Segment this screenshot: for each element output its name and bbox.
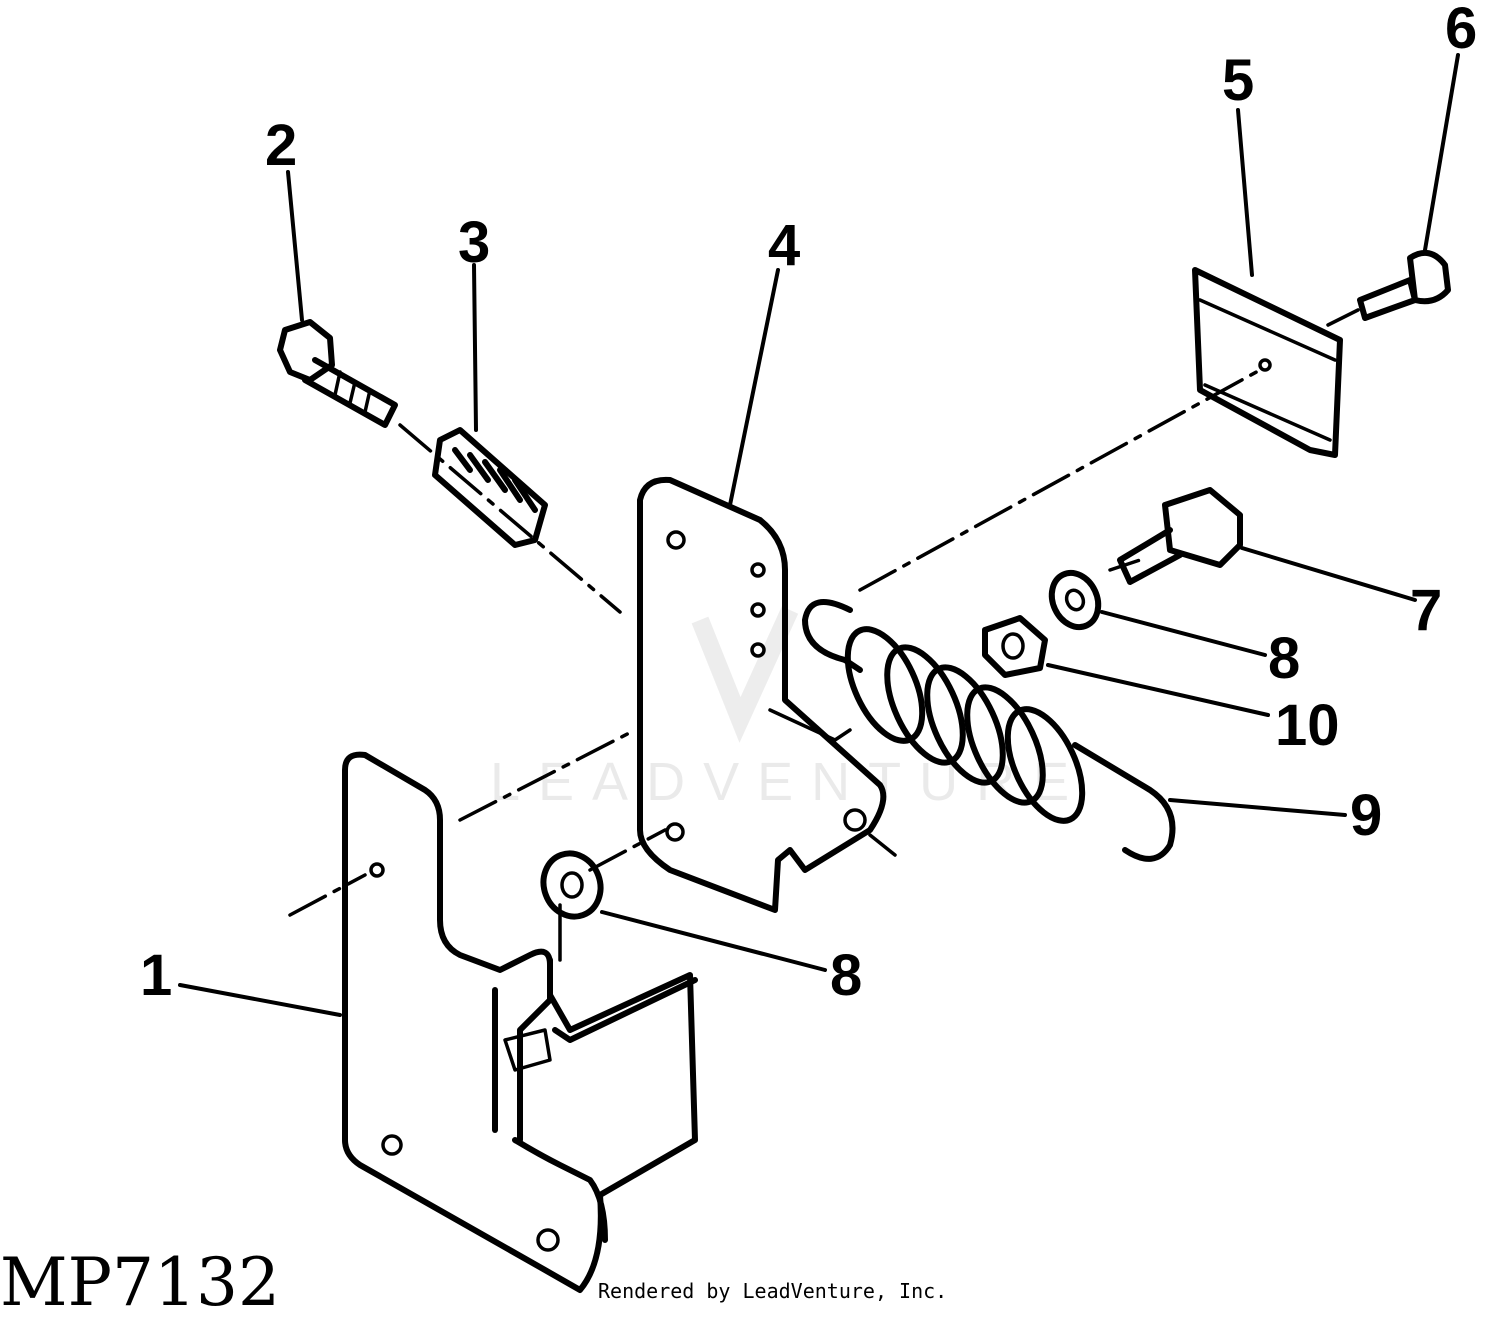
part-8-lower-washer — [540, 850, 604, 920]
part-4-pivot-plate — [637, 476, 887, 913]
part-7-cap-screw — [1117, 487, 1243, 585]
callout-labels: 1 2 3 4 5 6 7 8 8 9 10 — [140, 0, 1477, 1008]
part-9-extension-spring — [802, 599, 1176, 862]
callout-1: 1 — [140, 943, 172, 1008]
callout-8-upper: 8 — [1268, 626, 1300, 691]
callout-3: 3 — [458, 210, 490, 275]
callout-10: 10 — [1275, 693, 1340, 758]
callout-7: 7 — [1410, 578, 1442, 643]
part-2-cap-screw — [277, 319, 398, 428]
part-3-small-spring — [432, 427, 548, 548]
alignment-lines — [288, 308, 1360, 962]
leader-lines — [178, 53, 1460, 1017]
watermark-text: LEADVENTURE — [490, 752, 1087, 812]
figure-id: MP7132 — [0, 1244, 280, 1321]
callout-8-lower: 8 — [830, 943, 862, 1008]
callout-2: 2 — [265, 113, 297, 178]
part-5-clip-plate — [1192, 267, 1343, 458]
watermark: LEADVENTURE — [490, 606, 1087, 812]
credit-line: Rendered by LeadVenture, Inc. — [598, 1279, 947, 1303]
callout-6: 6 — [1445, 0, 1477, 61]
part-6-screw — [1357, 249, 1451, 321]
callout-9: 9 — [1350, 783, 1382, 848]
callout-4: 4 — [768, 213, 800, 278]
callout-5: 5 — [1222, 48, 1254, 113]
part-1-mounting-bracket — [342, 751, 698, 1293]
part-8-upper-washer — [1048, 569, 1102, 631]
part-10-nut — [982, 615, 1048, 678]
